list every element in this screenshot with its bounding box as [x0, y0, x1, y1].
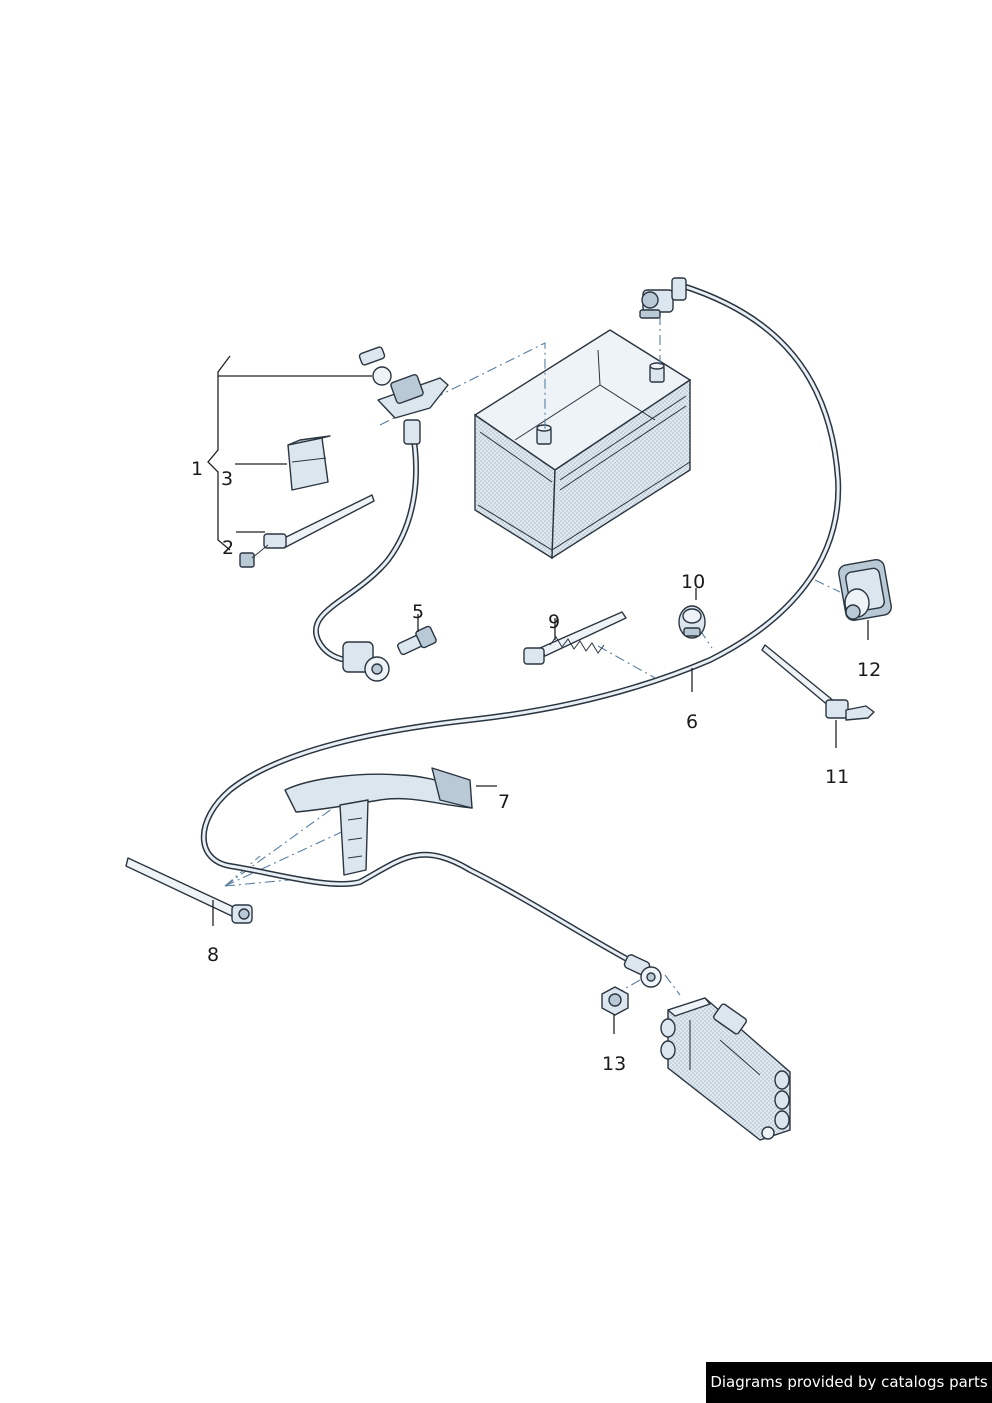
callout-6: 6	[686, 711, 698, 733]
callouts: 1 2 3 5 6 7 8 9 10 11 12 13	[191, 458, 881, 1075]
cable-holder	[284, 767, 473, 876]
ground-cable	[313, 346, 449, 682]
ring-terminal	[342, 641, 390, 682]
battery-clamp-positive	[639, 277, 687, 319]
callout-3: 3	[221, 468, 233, 490]
callout-2: 2	[222, 537, 234, 559]
callout-7: 7	[498, 791, 510, 813]
credit-banner: Diagrams provided by catalogs parts	[706, 1362, 992, 1403]
callout-10: 10	[681, 571, 705, 593]
tie-strip	[523, 611, 627, 665]
callout-11: 11	[825, 766, 849, 788]
cable-tie-left	[125, 857, 253, 924]
cable-tie-with-clip	[239, 494, 375, 568]
positive-terminal	[649, 362, 665, 383]
negative-terminal	[536, 424, 552, 445]
retaining-clip	[678, 605, 706, 639]
stud-bolt	[397, 625, 437, 656]
main-cable	[200, 277, 842, 988]
cable-clip	[287, 435, 331, 491]
battery	[474, 329, 691, 560]
callout-9: 9	[548, 611, 560, 633]
callout-8: 8	[207, 944, 219, 966]
hex-nut	[601, 986, 629, 1016]
callout-1: 1	[191, 458, 203, 480]
callout-5: 5	[412, 601, 424, 623]
fuse-box	[660, 997, 791, 1141]
callout-13: 13	[602, 1053, 626, 1075]
cable-eyelet	[623, 954, 662, 988]
grommet	[838, 558, 892, 622]
callout-12: 12	[857, 659, 881, 681]
battery-clamp-negative	[358, 346, 449, 445]
leader-lines	[207, 355, 869, 1034]
cable-tie-right	[761, 644, 875, 721]
